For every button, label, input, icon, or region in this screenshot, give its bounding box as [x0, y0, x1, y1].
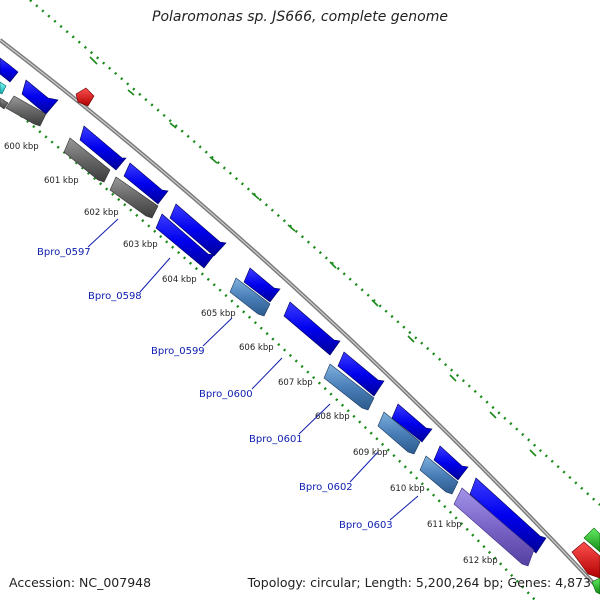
kbp-label: 607 kbp	[278, 378, 313, 388]
kbp-label: 606 kbp	[239, 343, 274, 353]
kbp-label: 611 kbp	[427, 520, 462, 530]
kbp-label: 612 kbp	[463, 556, 498, 566]
gene-callouts	[87, 218, 419, 521]
gene-names: Bpro_0597 Bpro_0598 Bpro_0599 Bpro_0600 …	[37, 247, 393, 531]
cds-forward[interactable]	[469, 477, 547, 554]
kbp-label: 604 kbp	[162, 275, 197, 285]
map-title: Polaromonas sp. JS666, complete genome	[152, 9, 448, 25]
cds-light-blue[interactable]	[419, 455, 459, 495]
cds-light-blue[interactable]	[377, 411, 421, 455]
cds-reverse-grey[interactable]	[109, 176, 159, 219]
cds-forward[interactable]	[433, 445, 469, 481]
gc-content-track-inner	[0, 96, 536, 600]
genome-summary-text: Topology: circular; Length: 5,200,264 bp…	[247, 575, 591, 590]
gc-content-track-outer	[29, 0, 600, 506]
cds-forward[interactable]	[283, 301, 341, 356]
gene-label-bpro-0603[interactable]: Bpro_0603	[339, 520, 393, 531]
cds-cyan[interactable]	[0, 81, 7, 95]
gene-label-bpro-0601[interactable]: Bpro_0601	[249, 434, 303, 445]
cds-green[interactable]	[583, 527, 600, 553]
cds-forward[interactable]	[123, 162, 169, 205]
gene-label-bpro-0597[interactable]: Bpro_0597	[37, 247, 91, 258]
cds-light-blue[interactable]	[323, 363, 375, 411]
kbp-label: 605 kbp	[201, 309, 236, 319]
kbp-label: 610 kbp	[390, 484, 425, 494]
forward-cds-lane	[21, 79, 547, 554]
cds-forward[interactable]	[391, 403, 433, 443]
cds-forward[interactable]	[169, 203, 227, 257]
accession-text: Accession: NC_007948	[9, 575, 152, 590]
gc-skew-ticks	[89, 56, 537, 457]
cds-reverse-grey[interactable]	[5, 95, 47, 127]
gene-label-bpro-0599[interactable]: Bpro_0599	[151, 346, 205, 357]
cds-forward[interactable]	[79, 125, 127, 171]
cds-forward[interactable]	[243, 267, 281, 303]
cds-green[interactable]	[591, 577, 600, 595]
kbp-label: 602 kbp	[84, 208, 119, 218]
cds-reverse-edge-grey[interactable]	[0, 97, 9, 110]
cds-light-blue[interactable]	[229, 277, 271, 317]
kbp-label: 608 kbp	[315, 412, 350, 422]
gene-label-bpro-0600[interactable]: Bpro_0600	[199, 389, 253, 400]
kbp-label: 609 kbp	[353, 448, 388, 458]
cds-reverse-grey[interactable]	[63, 137, 111, 183]
inner-cds-lane	[5, 95, 535, 567]
kbp-label: 600 kbp	[4, 142, 39, 152]
kbp-ruler: 600 kbp 601 kbp 602 kbp 603 kbp 604 kbp …	[4, 142, 498, 566]
rna-feature-red[interactable]	[571, 541, 600, 579]
rna-feature-red[interactable]	[75, 87, 95, 107]
kbp-label: 601 kbp	[44, 176, 79, 186]
gene-label-bpro-0602[interactable]: Bpro_0602	[299, 482, 353, 493]
cds-purple[interactable]	[453, 487, 535, 567]
cds-forward[interactable]	[337, 351, 385, 397]
cds-forward[interactable]	[155, 213, 215, 269]
gene-label-bpro-0598[interactable]: Bpro_0598	[88, 291, 142, 302]
kbp-label: 603 kbp	[123, 240, 158, 250]
cds-forward-edge[interactable]	[0, 57, 19, 83]
